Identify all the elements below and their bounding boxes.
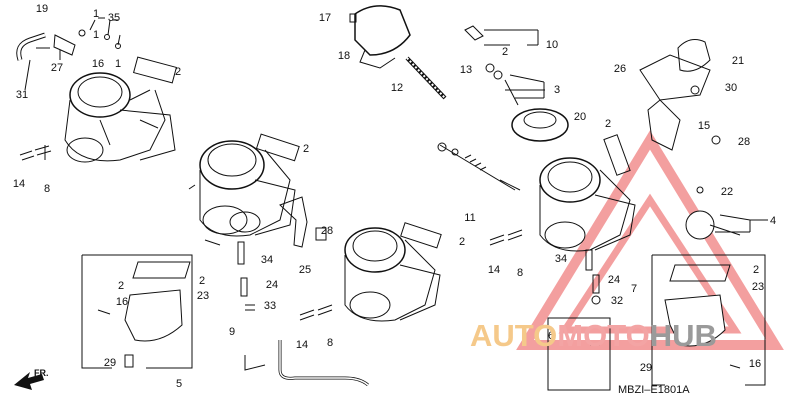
watermark-part-2: MOTO [557, 318, 650, 353]
callout-3: 3 [553, 84, 561, 96]
callout-10: 10 [545, 39, 559, 51]
jet-parts [349, 5, 569, 191]
front-direction-arrow [14, 372, 44, 390]
carburetor-1 [16, 19, 178, 163]
callout-22: 22 [720, 186, 734, 198]
callout-4: 4 [769, 215, 777, 227]
callout-32: 32 [610, 295, 624, 307]
front-direction-label: FR. [34, 368, 49, 378]
callout-1c: 1 [114, 58, 122, 70]
callout-28b: 28 [737, 136, 751, 148]
callout-24a: 24 [265, 279, 279, 291]
callout-34a: 34 [260, 254, 274, 266]
callout-7: 7 [630, 283, 638, 295]
callout-8b: 8 [326, 337, 334, 349]
callout-2f: 2 [752, 264, 760, 276]
callout-1a: 1 [92, 8, 100, 20]
diagram-code: MBZI–E1801A [618, 384, 690, 396]
callout-20: 20 [573, 111, 587, 123]
callout-1b: 1 [92, 29, 100, 41]
box-6 [547, 317, 611, 391]
callout-2d: 2 [501, 46, 509, 58]
callout-21: 21 [731, 55, 745, 67]
callout-16c: 16 [115, 296, 129, 308]
callout-30: 30 [724, 82, 738, 94]
callout-34b: 34 [554, 253, 568, 265]
watermark-part-1: AUTO [470, 318, 558, 353]
callout-9: 9 [228, 326, 236, 338]
carburetor-3 [299, 222, 442, 322]
callout-8a: 8 [43, 183, 51, 195]
callout-23a: 23 [751, 281, 765, 293]
callout-2g: 2 [117, 280, 125, 292]
callout-29b: 29 [103, 357, 117, 369]
callout-31: 31 [15, 89, 29, 101]
callout-8c: 8 [516, 267, 524, 279]
callout-11: 11 [464, 212, 476, 224]
callout-17: 17 [318, 12, 332, 24]
callout-16b: 16 [748, 358, 762, 370]
callout-2b: 2 [302, 143, 310, 155]
callout-15: 15 [697, 120, 711, 132]
callout-14a: 14 [12, 178, 26, 190]
carburetor-2 [188, 133, 327, 311]
callout-2h: 2 [198, 275, 206, 287]
callout-19: 19 [35, 3, 49, 15]
float-bowl-right [651, 254, 766, 386]
callout-13: 13 [459, 64, 473, 76]
watermark-part-3: HUB [649, 318, 717, 353]
diaphragm-cover [639, 39, 721, 194]
callout-5: 5 [175, 378, 183, 390]
callout-2e: 2 [604, 118, 612, 130]
callout-12: 12 [390, 82, 404, 94]
callout-18: 18 [337, 50, 351, 62]
callout-14b: 14 [295, 339, 309, 351]
callout-26: 26 [613, 63, 627, 75]
callout-33: 33 [263, 300, 277, 312]
callout-29a: 29 [639, 362, 653, 374]
callout-27: 27 [50, 62, 64, 74]
callout-14c: 14 [487, 264, 501, 276]
callout-6: 6 [547, 330, 555, 342]
callout-2a: 2 [174, 66, 182, 78]
float-bowl-left [81, 254, 193, 369]
callout-35: 35 [107, 12, 121, 24]
watermark-text: AUTOMOTOHUB [470, 318, 717, 354]
callout-16a: 16 [91, 58, 105, 70]
callout-2c: 2 [458, 236, 466, 248]
callout-28a: 28 [320, 225, 334, 237]
callout-25: 25 [298, 264, 312, 276]
callout-23b: 23 [196, 290, 210, 302]
carburetor-4 [489, 134, 741, 305]
callout-24b: 24 [607, 274, 621, 286]
